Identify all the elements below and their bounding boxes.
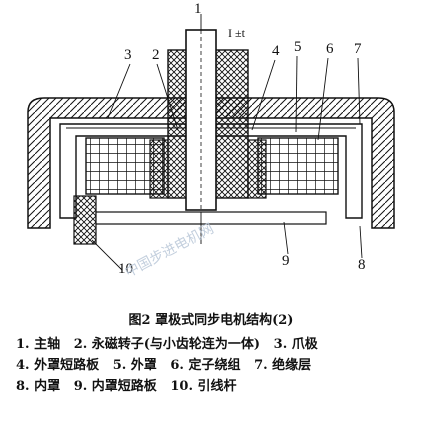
callout-9: 9 [282, 253, 290, 269]
legend-item: 6. 定子绕组 [170, 358, 241, 373]
legend-item: 4. 外罩短路板 [16, 358, 100, 373]
top-label: I ±t [228, 26, 245, 40]
callout-4: 4 [272, 43, 280, 59]
legend-item: 2. 永磁转子(与小齿轮连为一体) [73, 337, 261, 352]
callout-5: 5 [294, 39, 302, 55]
legend-item: 1. 主轴 [16, 337, 61, 352]
motor-drawing [27, 14, 395, 271]
legend-item: 7. 绝缘层 [254, 358, 312, 373]
outer-housing [27, 97, 395, 229]
motor-cross-section-diagram: 1 I ±t 2 3 4 5 6 7 8 9 10 [27, 1, 395, 277]
callout-3: 3 [124, 47, 132, 63]
caption-title: 图2 罩极式同步电机结构(2) [128, 313, 294, 328]
base-plate [95, 211, 327, 225]
legend-item: 8. 内罩 [16, 379, 61, 394]
legend-item: 5. 外罩 [112, 358, 157, 373]
legend-item: 10. 引线杆 [170, 379, 237, 394]
callout-1: 1 [194, 1, 202, 17]
legend-item: 3. 爪极 [273, 337, 318, 352]
main-shaft [185, 29, 217, 211]
callout-6: 6 [326, 41, 334, 57]
callout-7: 7 [354, 41, 362, 57]
lead-rod [73, 195, 97, 245]
caption-legend: 1. 主轴 2. 永磁转子(与小齿轮连为一体) 3. 爪极 4. 外罩短路板 5… [0, 330, 422, 397]
figure-caption: 图2 罩极式同步电机结构(2) 1. 主轴 2. 永磁转子(与小齿轮连为一体) … [0, 312, 422, 397]
callout-10: 10 [118, 261, 133, 277]
stator-winding-right [257, 137, 339, 195]
legend-item: 9. 内罩短路板 [73, 379, 157, 394]
leader-lines [91, 14, 363, 271]
callout-2: 2 [152, 47, 160, 63]
callout-8: 8 [358, 257, 366, 273]
